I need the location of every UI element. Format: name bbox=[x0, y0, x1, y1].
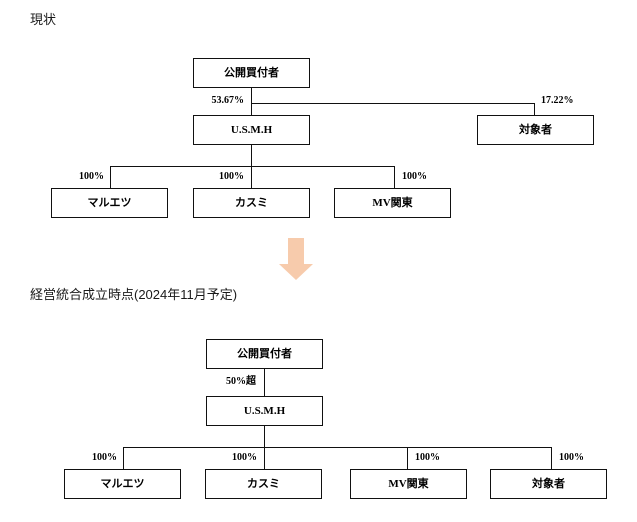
node-bidder-current: 公開買付者 bbox=[193, 58, 310, 88]
connector-usmh-target-after bbox=[551, 447, 552, 469]
down-arrow-icon bbox=[279, 238, 313, 280]
connector-bidder-usmh-after bbox=[264, 369, 265, 396]
node-maruetsu-current: マルエツ bbox=[51, 188, 168, 218]
ratio-bidder-usmh-current: 53.67% bbox=[211, 95, 245, 106]
node-target-after: 対象者 bbox=[490, 469, 607, 499]
connector-bidder-usmh-current bbox=[251, 88, 252, 115]
ratio-usmh-mvkanto-after: 100% bbox=[415, 452, 440, 463]
ratio-usmh-target-after: 100% bbox=[559, 452, 584, 463]
node-kasumi-after: カスミ bbox=[205, 469, 322, 499]
connector-subsidiary-bus-current bbox=[110, 166, 394, 167]
node-maruetsu-after: マルエツ bbox=[64, 469, 181, 499]
section-title-after: 経営統合成立時点(2024年11月予定) bbox=[30, 287, 238, 302]
node-kasumi-current: カスミ bbox=[193, 188, 310, 218]
connector-usmh-maruetsu-current bbox=[110, 166, 111, 188]
connector-usmh-maruetsu-after bbox=[123, 447, 124, 469]
connector-usmh-mvkanto-current bbox=[394, 166, 395, 188]
arrow-head bbox=[279, 264, 313, 280]
ratio-bidder-target-current: 17.22% bbox=[541, 95, 574, 106]
node-usmh-after: U.S.M.H bbox=[206, 396, 323, 426]
ratio-usmh-maruetsu-current: 100% bbox=[79, 171, 104, 182]
connector-usmh-mvkanto-after bbox=[407, 447, 408, 469]
section-title-current: 現状 bbox=[30, 12, 57, 27]
connector-subsidiary-bus-after bbox=[123, 447, 551, 448]
node-bidder-after: 公開買付者 bbox=[206, 339, 323, 369]
ratio-bidder-usmh-after: 50%超 bbox=[226, 376, 256, 387]
ratio-usmh-mvkanto-current: 100% bbox=[402, 171, 427, 182]
ratio-usmh-kasumi-after: 100% bbox=[232, 452, 257, 463]
ratio-usmh-kasumi-current: 100% bbox=[219, 171, 244, 182]
node-usmh-current: U.S.M.H bbox=[193, 115, 310, 145]
node-mvkanto-after: MV関東 bbox=[350, 469, 467, 499]
connector-bidder-target-drop-current bbox=[534, 103, 535, 115]
node-mvkanto-current: MV関東 bbox=[334, 188, 451, 218]
node-target-current: 対象者 bbox=[477, 115, 594, 145]
connector-bidder-target-horizontal-current bbox=[251, 103, 534, 104]
ratio-usmh-maruetsu-after: 100% bbox=[92, 452, 117, 463]
arrow-shaft bbox=[288, 238, 304, 264]
